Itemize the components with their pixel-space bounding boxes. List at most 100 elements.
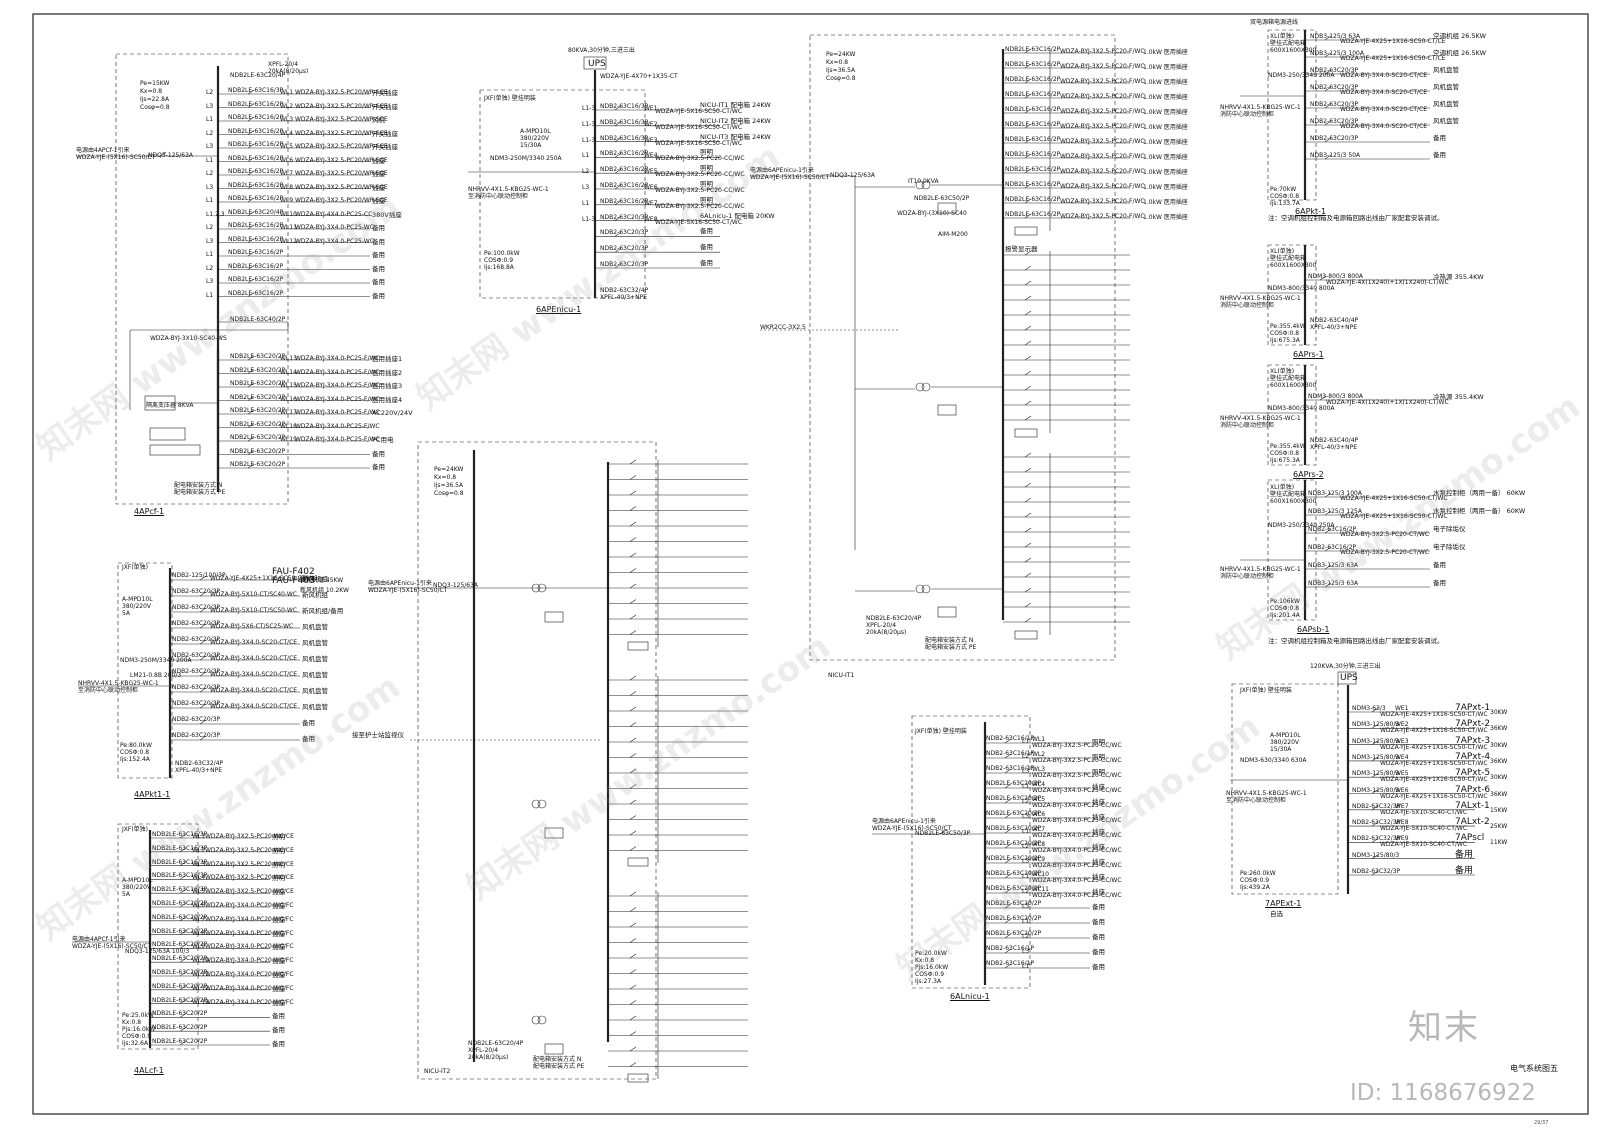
- load-label: 开关插座: [372, 143, 398, 151]
- load-label: 插座: [1092, 828, 1105, 836]
- load-label: 备用: [372, 463, 385, 471]
- breaker-contact: [629, 475, 637, 480]
- breaker-label: NDB2LE-63C20/2P: [986, 915, 1042, 922]
- incoming-text: WDZA-YJE-(5X16)-SC50/CT: [72, 943, 152, 950]
- circuit-no: WL6: [280, 156, 294, 164]
- breaker-label: NDB2-63C20/3P: [600, 261, 649, 268]
- cable-label: WDZA-BYJ-3X4.0-PC25-F/WC: [295, 409, 380, 416]
- circuit-no: WE8: [1395, 819, 1409, 827]
- circuit-no: WE2: [1395, 721, 1409, 729]
- breaker-label: NDB2LE-63C20/2P: [152, 941, 208, 949]
- breaker-contact: [247, 265, 255, 270]
- breaker-contact: [179, 930, 187, 935]
- incoming-text: WDZA-YJE-(5X16)-SC50/CT: [750, 174, 830, 181]
- fau-label: FAU-F403: [272, 576, 315, 586]
- breaker-label: NDB3-125/3 100A: [1310, 50, 1364, 57]
- cable-label: WDZA-YJE-5X16-SC50-CT/WC: [655, 108, 743, 115]
- breaker-contact: [1024, 542, 1032, 548]
- load-label: 照明: [272, 833, 285, 841]
- transformer-coil: [537, 799, 547, 809]
- breaker-contact: [1324, 86, 1332, 92]
- breaker-label: NDB2LE-63C20/2P: [152, 900, 208, 907]
- cable-label: WDZA-BYJ-3X2.5-PC20-F/WC: [1060, 108, 1145, 115]
- load-label: 7APxt-3: [1455, 735, 1491, 746]
- kw-label: 30KW: [1490, 774, 1508, 782]
- panel-frame: [911, 715, 1031, 989]
- spd-label: XPFL-40/3+NPE: [1310, 324, 1357, 331]
- note-text: 注：空调机组控制箱及电源箱回路出线由厂家配套安装调试。: [1268, 214, 1444, 222]
- param-text: Ijs=36.5A: [826, 67, 856, 74]
- cable-label: WDZA-BYJ-3X2.5-PC20-F/WC: [1060, 93, 1145, 100]
- load-label: 照明: [272, 846, 285, 855]
- cable-label: WDZA-YJE-5X16-SC50-CT/WC: [655, 123, 743, 131]
- breaker-label: NDB2LE-63C16/2P: [228, 100, 284, 108]
- breaker-contact: [179, 957, 187, 963]
- controller-text: A-MPD10L: [122, 596, 153, 603]
- circuit-no: WL9: [192, 943, 206, 951]
- breaker-contact: [1004, 933, 1012, 939]
- load-label: 备用: [302, 719, 315, 727]
- phase-label: L1-3: [582, 120, 596, 128]
- breaker-contact: [1004, 843, 1012, 849]
- load-label: 1.0kW 医用插座: [1143, 154, 1188, 161]
- spd-label: XPFL-40/3+NPE: [600, 294, 647, 301]
- phase-label: L1: [1022, 828, 1030, 835]
- breaker-contact: [1004, 918, 1012, 924]
- controller-text: A-MPD10L: [520, 128, 551, 135]
- cable-label: WDZA-YJE-5X16-SC50-CT/WC: [655, 218, 743, 226]
- incoming-text: 电源由6APEnicu-1引来: [368, 580, 432, 587]
- circuit-no: WL5: [280, 143, 294, 150]
- breaker-label: NDB2LE-63C20/2P: [986, 795, 1042, 802]
- cable-label: WDZA-BYJ-3X4.0-PC25-WC: [295, 224, 374, 231]
- incoming-text: WDZA-YJE-(5X16)-SC50/CT: [872, 825, 952, 832]
- alarm-box: [1014, 630, 1038, 640]
- totals-text: Pe:355.4kW: [1270, 443, 1306, 450]
- load-label: 7APxt-4: [1455, 751, 1491, 762]
- circuit-no: WL13: [280, 355, 297, 362]
- breaker-contact: [1024, 108, 1032, 114]
- spd-label: NDB2LE-63C20/4P: [866, 615, 922, 622]
- breaker-contact: [1004, 858, 1012, 864]
- fau-label: FAU-F402: [272, 567, 315, 577]
- load-label: 7APxt-5: [1455, 768, 1491, 779]
- cable-label: WDZA-BYJ-3X4.0-PC20-WC/FC: [205, 998, 294, 1006]
- breaker-label: NDM3-250/3340 250A: [1268, 522, 1335, 529]
- spd-label: 20kA(8/20μs): [866, 629, 907, 636]
- circuit-no: WL1: [192, 833, 206, 840]
- cable-label: WDZA-BYJ-3X2.5-PC20-F/WC: [1060, 183, 1145, 190]
- cable-label: WDZA-BYJ-3X2.5-PC20/WR-SCE: [295, 89, 388, 96]
- circuit-no: WL12: [192, 984, 209, 992]
- breaker-contact: [629, 691, 637, 696]
- transformer-coil: [921, 180, 931, 190]
- totals-text: Pe:80.0kW: [120, 742, 152, 749]
- incoming-text: NHRVV-4X1.5-KBG25-WC-1: [1220, 295, 1301, 302]
- param-text: Cosφ=0.8: [826, 75, 856, 82]
- kw-label: 36KW: [1490, 725, 1508, 733]
- cable-label: WDZA-YJE-4X25+1X16-SC50-CT/WC: [210, 575, 318, 582]
- kw-label: 30KW: [1490, 741, 1508, 749]
- breaker-contact: [629, 706, 637, 712]
- load-label: 1.0kW 医用插座: [1143, 79, 1188, 86]
- load-label: 插座: [1092, 798, 1105, 806]
- breaker-label: NDB2-63C16/1P: [986, 750, 1035, 757]
- panel-frame: [1267, 29, 1317, 201]
- controller-text: 壁挂式配电箱: [1270, 255, 1307, 262]
- fau-load: 新风机组 10.2KW: [300, 587, 349, 594]
- controller-text: 600X1600X300: [1270, 382, 1317, 389]
- breaker-contact: [629, 675, 637, 681]
- breaker-label: NDB2LE-63C16/2P: [228, 235, 284, 243]
- panel-frame: [809, 34, 1116, 661]
- load-label: 照明: [272, 874, 285, 883]
- panel-name: 7APExt-1: [1265, 899, 1302, 908]
- totals-text: Pe:260.0kW: [1240, 870, 1276, 877]
- phase-label: L1: [206, 197, 214, 204]
- transformer-coil: [537, 583, 547, 593]
- bus-note: 配电箱安装方式 N: [533, 1056, 582, 1063]
- breaker-contact: [199, 591, 207, 597]
- cable-label: WDZA-YJE-4X25+1X16-SC50-CT/WC: [1380, 792, 1488, 800]
- breaker-contact: [629, 722, 637, 727]
- totals-text: COSΦ:0.9: [1240, 877, 1270, 884]
- panel-name: 4APkt1-1: [134, 790, 171, 799]
- cable-label: WDZA-YJE-4X25+1X16-SC50-CT/WC: [1380, 711, 1488, 718]
- breaker-label: NDB2LE-63C20/2P: [152, 982, 208, 990]
